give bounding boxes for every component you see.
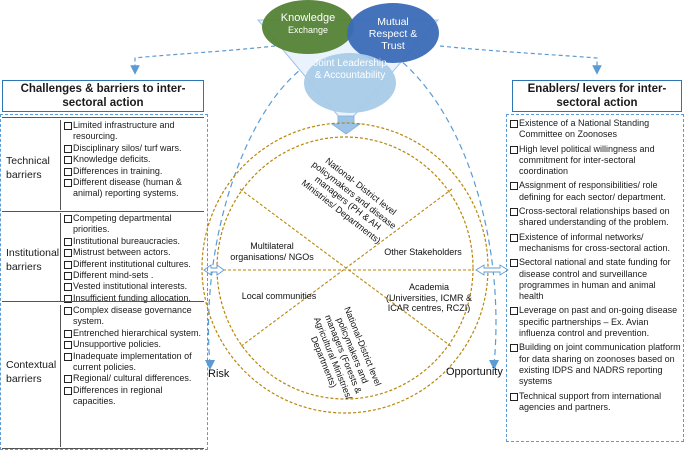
- list-item: Differences in regional capacities.: [63, 385, 202, 408]
- list-item: Different mind-sets .: [63, 270, 202, 281]
- opportunity-loop: [399, 59, 497, 366]
- right-outer-dashed: [506, 114, 684, 442]
- institutional-label: Institutional barriers: [6, 247, 60, 273]
- risk-loop: [207, 69, 301, 366]
- barriers-table: Technical barriers Limited infrastructur…: [2, 117, 204, 449]
- left-title: Challenges & barriers to inter-sectoral …: [2, 80, 204, 112]
- right-double-arrow: [475, 264, 509, 276]
- list-item: Institutional bureaucracies.: [63, 236, 202, 247]
- knowledge-label: Knowledge Exchange: [280, 12, 336, 35]
- technical-items: Limited infrastructure and resourcing. D…: [60, 120, 202, 210]
- circle-divider-b: [239, 188, 453, 348]
- list-item: Limited infrastructure and resourcing.: [63, 120, 202, 143]
- list-item: Disciplinary silos/ turf wars.: [63, 143, 202, 154]
- mutual-circle: [347, 3, 439, 63]
- contextual-label: Contextual barriers: [6, 359, 57, 385]
- list-item: Vested institutional interests.: [63, 281, 202, 292]
- list-item: Existence of informal networks/ mechanis…: [509, 232, 681, 255]
- connector-top-left: [130, 45, 276, 75]
- list-item: Inadequate implementation of current pol…: [63, 351, 202, 374]
- list-item: Mistrust between actors.: [63, 247, 202, 258]
- list-item: Different disease (human & animal) repor…: [63, 177, 202, 200]
- institutional-items: Competing departmental priorities. Insti…: [60, 213, 202, 304]
- list-item: Cross-sectoral relationships based on sh…: [509, 206, 681, 229]
- opportunity-label: Opportunity: [446, 366, 503, 378]
- left-double-arrow: [203, 264, 225, 276]
- sector-academia-text: Academia (Universities, ICMR & ICAR cent…: [386, 282, 473, 313]
- joint-circle: [304, 53, 396, 113]
- connector-top-right: [439, 45, 602, 75]
- joint-label: Joint Leadership & Accountability: [313, 58, 387, 81]
- mutual-label: Mutual Respect & Trust: [368, 16, 418, 52]
- list-item: Leverage on past and on-going disease sp…: [509, 305, 681, 339]
- right-title: Enablers/ levers for inter-sectoral acti…: [512, 80, 682, 112]
- list-item: Different institutional cultures.: [63, 259, 202, 270]
- list-item: Regional/ cultural differences.: [63, 373, 202, 384]
- list-item: Existence of a National Standing Committ…: [509, 118, 681, 141]
- list-item: Entrenched hierarchical system.: [63, 328, 202, 339]
- contextual-row: Contextual barriers Complex disease gove…: [2, 301, 204, 449]
- institutional-row: Institutional barriers Competing departm…: [2, 211, 204, 304]
- technical-row: Technical barriers Limited infrastructur…: [2, 117, 204, 212]
- list-item: Differences in training.: [63, 166, 202, 177]
- funnel-down-arrow: [330, 115, 362, 135]
- sector-other-text: Other Stakeholders: [384, 247, 462, 257]
- list-item: Competing departmental priorities.: [63, 213, 202, 236]
- list-item: Unsupportive policies.: [63, 339, 202, 350]
- opportunity-arrowhead: [489, 360, 499, 370]
- list-item: Assignment of responsibilities/ role def…: [509, 180, 681, 203]
- contextual-items: Complex disease governance system. Entre…: [60, 305, 202, 447]
- sector-local-text: Local communities: [241, 291, 317, 301]
- knowledge-circle: [262, 0, 354, 54]
- technical-label: Technical barriers: [6, 155, 50, 181]
- enablers-list: Existence of a National Standing Committ…: [509, 118, 681, 413]
- sector-multilateral-text: Multilateral organisations/ NGOs: [230, 241, 314, 262]
- list-item: Building on joint communication platform…: [509, 342, 681, 387]
- list-item: Technical support from international age…: [509, 391, 681, 414]
- risk-label: Risk: [208, 368, 230, 380]
- list-item: Complex disease governance system.: [63, 305, 202, 328]
- list-item: Sectoral national and state funding for …: [509, 257, 681, 302]
- list-item: Insufficient funding allocation.: [63, 293, 202, 304]
- list-item: High level political willingness and com…: [509, 144, 681, 178]
- list-item: Knowledge deficits.: [63, 154, 202, 165]
